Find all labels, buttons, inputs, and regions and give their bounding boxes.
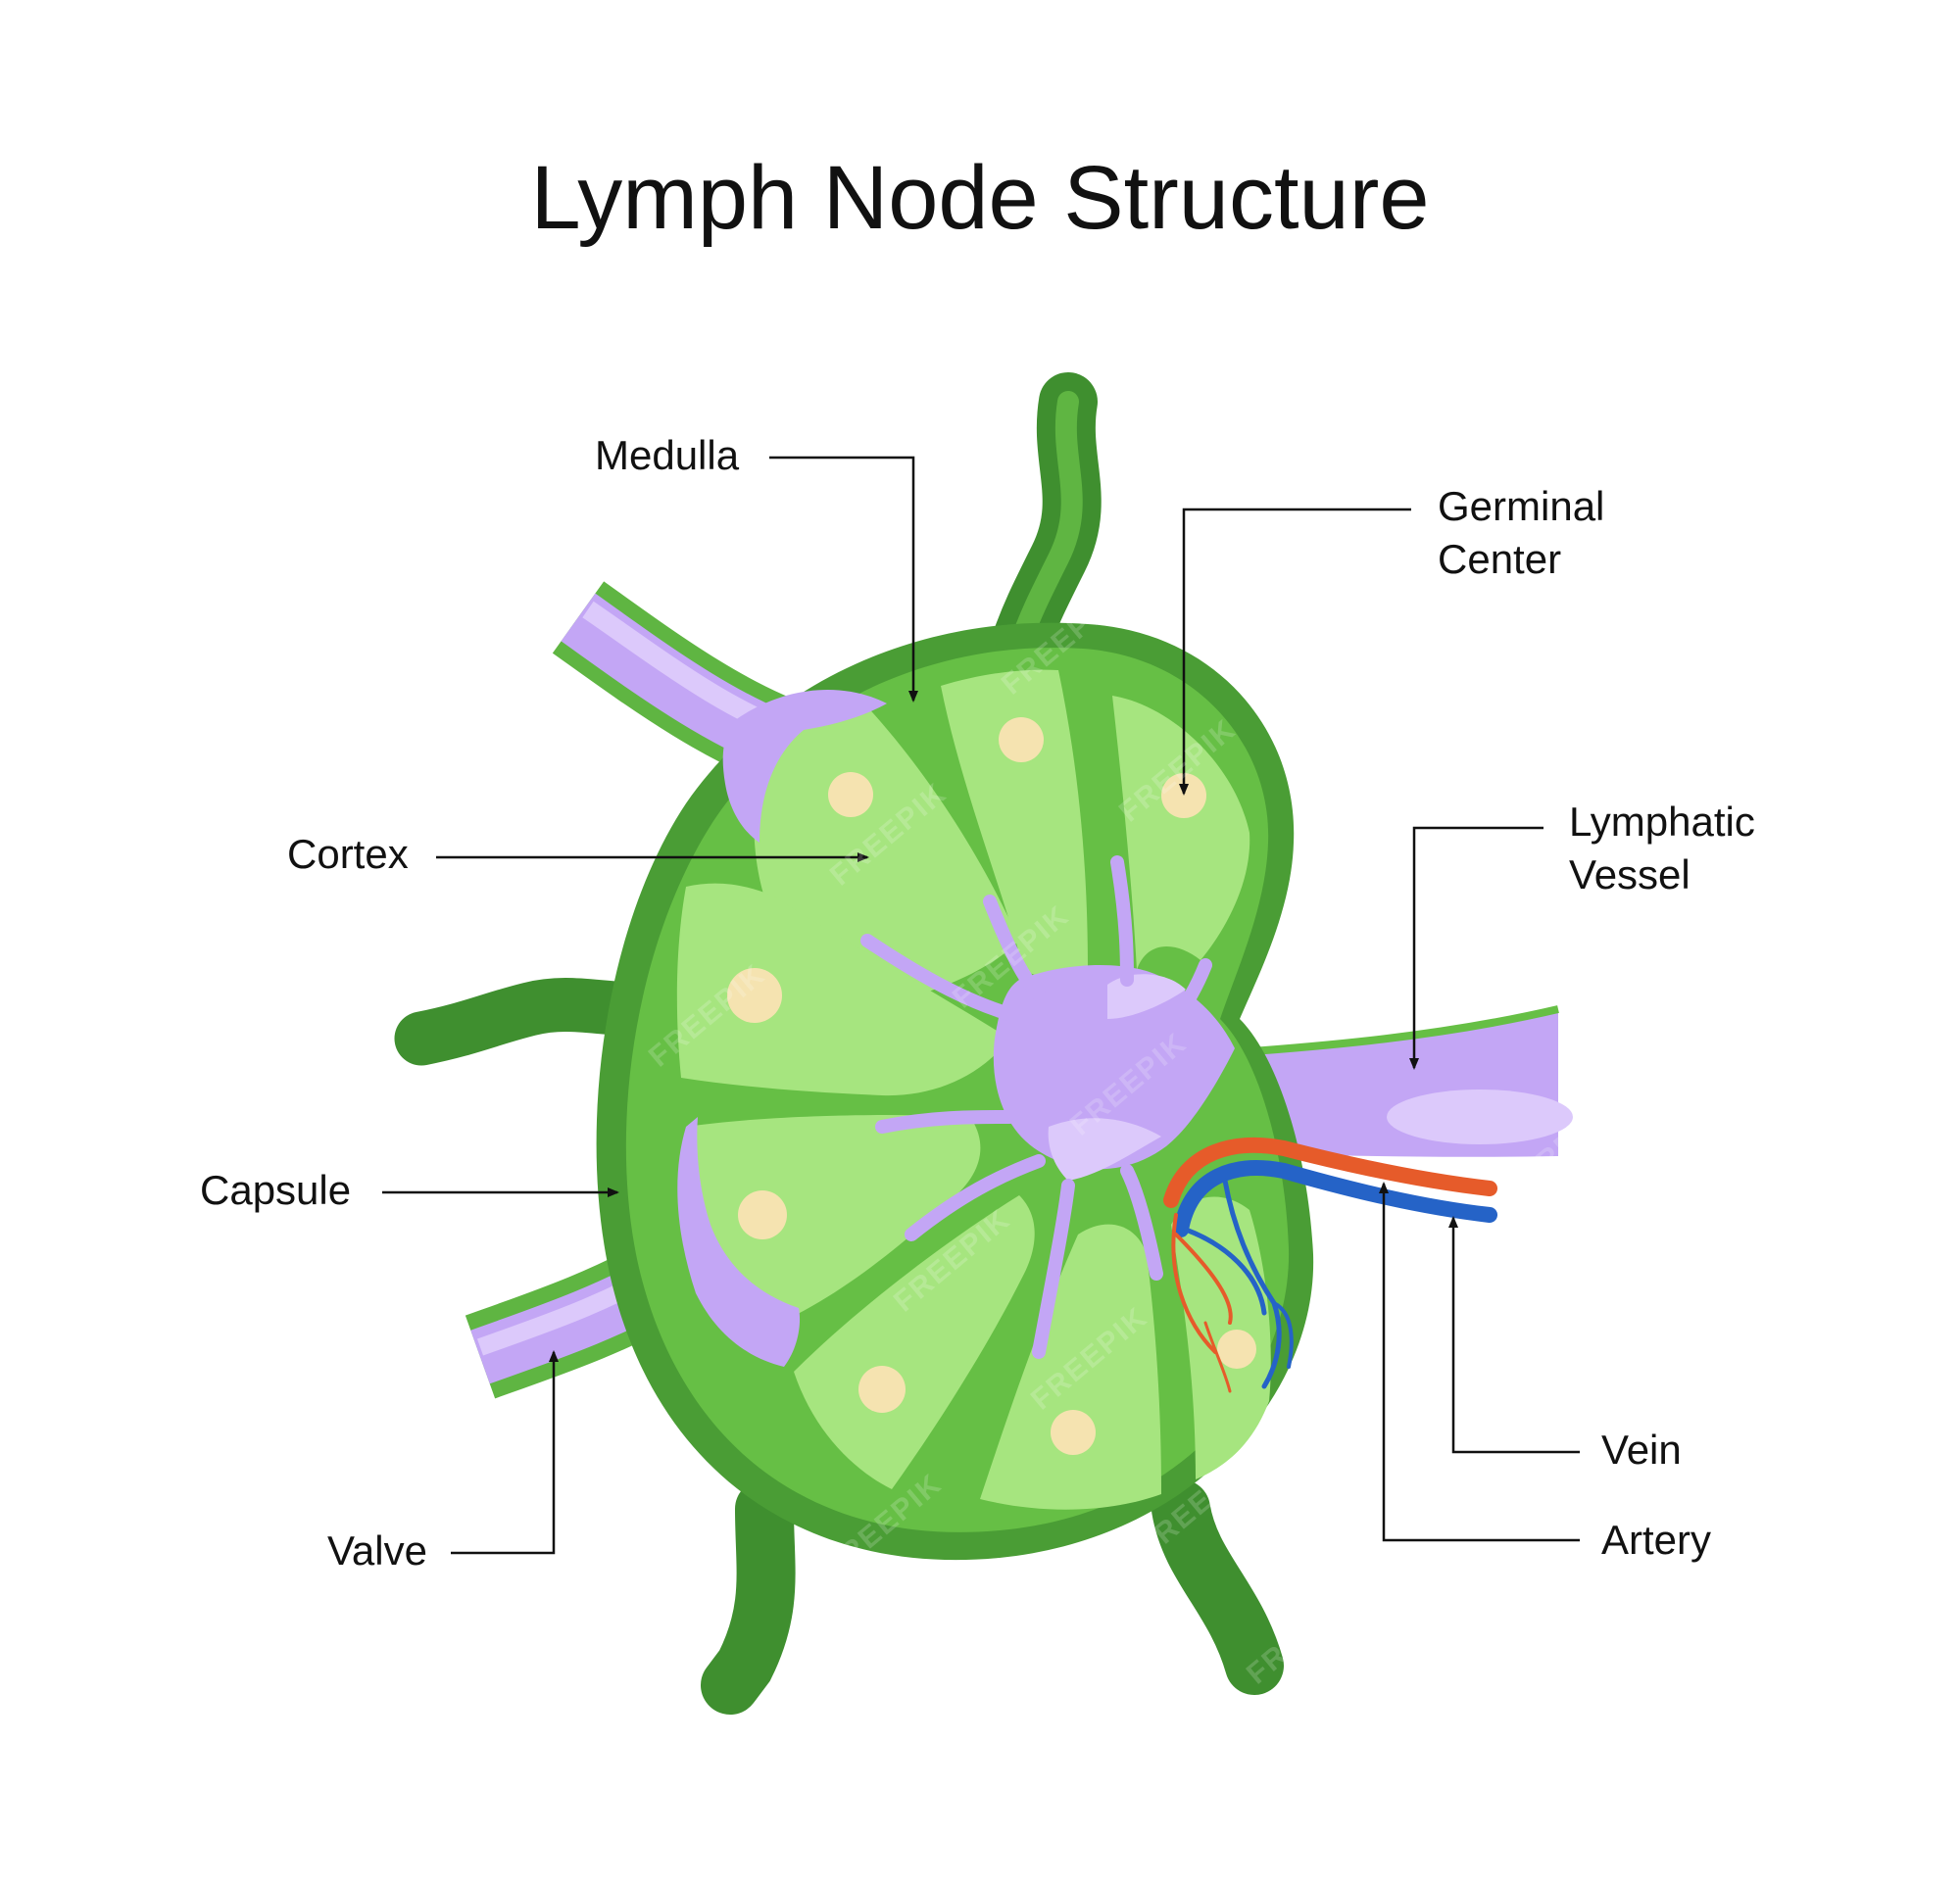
bottom-right-vessel (1152, 1479, 1284, 1695)
label-germinal-center: Germinal Center (1438, 480, 1604, 586)
germinal-center (1161, 773, 1206, 818)
germinal-center (738, 1190, 787, 1239)
label-lymphatic-vessel-line2: Vessel (1569, 851, 1690, 897)
lobule (794, 1195, 1035, 1489)
vein-leader (1448, 1216, 1580, 1454)
lobule (676, 883, 1009, 1096)
label-germinal-center-line2: Center (1438, 536, 1562, 582)
medulla-leader (769, 456, 918, 702)
artery-leader (1379, 1182, 1580, 1542)
left-vessel (394, 978, 664, 1066)
label-lymphatic-vessel-line1: Lymphatic (1569, 799, 1755, 845)
lymphatic-vessel-leader (1409, 826, 1544, 1070)
vein-vessel (1173, 1160, 1497, 1237)
germinal-centers (727, 717, 1256, 1455)
germinal-center (1217, 1330, 1256, 1369)
bottom-left-vessel (701, 1479, 796, 1715)
germinal-center (999, 717, 1044, 762)
label-lymphatic-vessel: Lymphatic Vessel (1569, 796, 1755, 901)
label-capsule: Capsule (200, 1167, 352, 1213)
valve-leader (451, 1350, 559, 1555)
lobule (754, 702, 1019, 999)
lobule (1112, 696, 1250, 970)
lobule (684, 1115, 981, 1332)
germinal-center (858, 1366, 906, 1413)
label-medulla: Medulla (595, 432, 740, 478)
germinal-center (828, 772, 873, 817)
germinal-center (727, 968, 782, 1023)
leader-lines (382, 456, 1580, 1555)
lobule (941, 669, 1088, 978)
lobule (980, 1224, 1161, 1510)
green-vessels (394, 372, 1284, 1715)
diagram-title: Lymph Node Structure (530, 148, 1430, 248)
label-artery: Artery (1601, 1517, 1712, 1563)
germinal-center-leader (1179, 508, 1411, 796)
efferent-lymphatic-vessel (1215, 1005, 1573, 1157)
cortex-lobules (676, 669, 1271, 1510)
germinal-center (1051, 1410, 1096, 1455)
artery-vessel (1163, 1137, 1497, 1208)
label-cortex: Cortex (287, 831, 409, 877)
label-vein: Vein (1601, 1427, 1682, 1473)
medulla (677, 689, 1235, 1367)
label-germinal-center-line1: Germinal (1438, 483, 1605, 529)
blood-vessels (1163, 1137, 1497, 1393)
label-valve: Valve (327, 1527, 427, 1574)
